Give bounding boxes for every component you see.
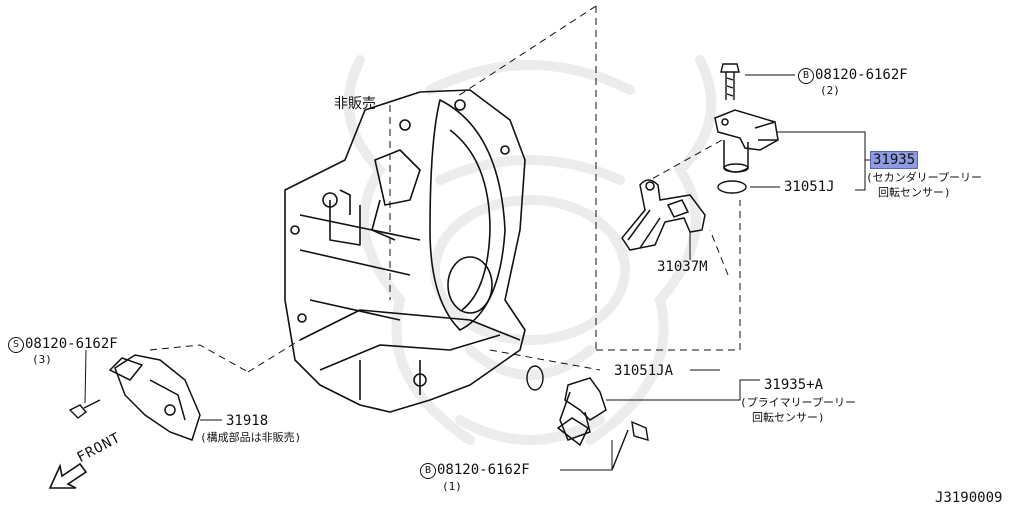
b-circle-icon: B xyxy=(420,463,436,479)
bolt-left-code: 08120-6162F xyxy=(25,336,118,352)
transaxle-housing xyxy=(284,89,526,413)
bolt-bottom-qty: (1) xyxy=(442,480,462,493)
b-circle-icon: B xyxy=(798,68,814,84)
bolt-bottom-shape xyxy=(560,420,649,471)
primary-sensor-shape xyxy=(556,369,760,447)
secondary-sensor-desc-2: 回転センサー) xyxy=(878,186,951,199)
dashed-leaders xyxy=(149,5,741,373)
oring-top-label: 31051J xyxy=(784,179,835,195)
not-sold-label: 非販売 xyxy=(334,96,376,112)
front-arrow-icon xyxy=(48,462,88,489)
bracket-label: 31037M xyxy=(657,259,708,275)
oring-bottom-label: 31051JA xyxy=(614,363,674,379)
oring-top-shape xyxy=(717,180,780,194)
primary-sensor-desc-1: (プライマリープーリー xyxy=(740,396,856,409)
secondary-sensor-shape xyxy=(714,109,872,191)
bolt-top-shape xyxy=(720,63,795,100)
bolt-top-qty: (2) xyxy=(820,84,840,97)
switch-part-number: 31918 xyxy=(226,413,269,429)
bolt-top-code: 08120-6162F xyxy=(815,67,908,83)
switch-desc: (構成部品は非販売) xyxy=(200,431,302,444)
bolt-left-qty: (3) xyxy=(32,353,52,366)
primary-sensor-part-number: 31935+A xyxy=(764,377,824,393)
watermark-emblem xyxy=(343,55,717,445)
bolt-left-shape xyxy=(68,349,101,419)
bolt-bottom-code: 08120-6162F xyxy=(437,462,530,478)
oring-bottom-shape xyxy=(526,365,544,391)
secondary-sensor-part-number[interactable]: 31935 xyxy=(870,151,919,169)
switch-shape xyxy=(108,354,222,441)
s-circle-icon: S xyxy=(8,337,24,353)
bracket-shape xyxy=(621,179,706,260)
primary-sensor-desc-2: 回転センサー) xyxy=(752,411,825,424)
diagram-id: J3190009 xyxy=(935,490,1003,506)
secondary-sensor-desc-1: (セカンダリープーリー xyxy=(866,171,982,184)
